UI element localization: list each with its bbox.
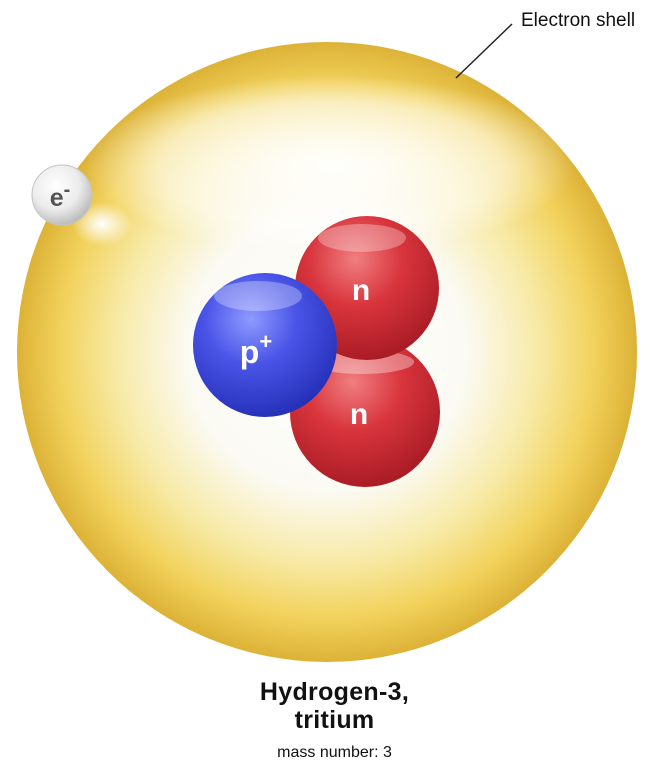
neutron-highlight <box>318 224 406 252</box>
electron: e- <box>31 164 132 246</box>
electron-sphere <box>31 164 93 226</box>
caption-title-line-1: Hydrogen-3, <box>259 678 410 706</box>
neutron-label: n <box>352 274 370 307</box>
electron-label: e- <box>50 179 71 212</box>
proton-sphere <box>193 273 337 417</box>
caption: Hydrogen-3, tritium mass number: 3 <box>0 678 669 762</box>
shell-highlight <box>85 75 575 255</box>
shell-pointer-line <box>455 23 513 79</box>
electron-glint <box>72 202 132 246</box>
caption-title-line-2: tritium <box>294 706 375 734</box>
electron-shell-label: Electron shell <box>521 10 636 31</box>
neutron-label: n <box>350 398 368 431</box>
proton-highlight <box>214 281 302 311</box>
proton: p+ <box>193 273 337 417</box>
caption-subtitle: mass number: 3 <box>277 744 392 761</box>
proton-label: p+ <box>240 329 272 370</box>
